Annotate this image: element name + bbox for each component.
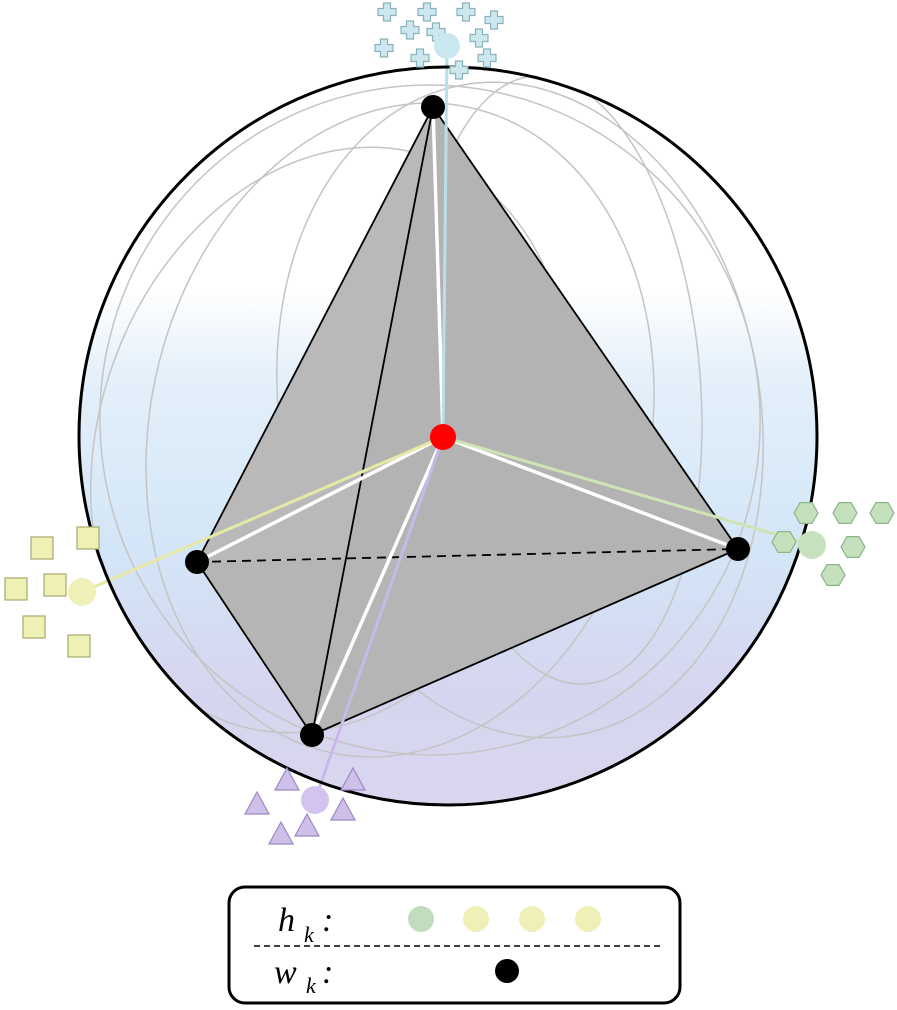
vertex-right [726,537,750,561]
ray-left [81,435,444,594]
triangle-marker [339,766,367,791]
hexagon-marker [869,502,895,525]
square-marker [22,615,46,639]
cluster-mean-left [68,578,96,606]
triangle-marker [243,790,271,815]
legend-h-symbol: h [278,902,295,939]
cross-marker [377,2,397,22]
square-marker [4,577,28,601]
legend: h k : w k : [227,885,682,1005]
legend-h-dot-4 [575,906,601,932]
cluster-mean-right [798,531,826,559]
cross-marker [449,60,469,80]
cross-marker [410,48,430,68]
center-point [430,424,456,450]
vertex-bottom [300,723,324,747]
ray-top [441,45,449,438]
legend-w-colon: : [322,954,333,991]
triangle-marker [329,796,357,821]
cross-marker [469,28,489,48]
cross-marker [400,20,420,40]
legend-h-dot-2 [463,906,489,932]
hexagon-marker [771,530,797,554]
cross-marker [374,38,394,58]
vertex-top [421,95,445,119]
center-spokes [196,106,739,736]
cross-marker [417,2,437,22]
hexagon-marker [793,502,819,525]
sphere-outline [77,65,819,807]
triangle-marker [267,820,295,845]
cross-cluster [374,2,504,80]
square-marker [76,526,100,550]
triangle-marker [293,812,321,837]
ray-bottom [313,436,445,801]
tetrahedron-edges [196,106,739,736]
legend-h-colon: : [322,902,333,939]
cross-marker [477,48,497,68]
legend-w-dot [495,959,519,983]
square-marker [43,573,67,597]
ray-right [442,435,813,547]
hexagon-cluster [771,502,895,587]
legend-w-subscript: k [306,973,317,998]
legend-w-symbol: w [274,954,297,991]
cross-marker [456,2,476,22]
legend-h-subscript: k [304,922,315,947]
hexagon-marker [820,563,846,587]
cross-marker [484,10,504,30]
hexagon-marker [832,502,858,525]
square-cluster [4,526,100,658]
cluster-mean-bottom [301,786,329,814]
vertex-left [185,550,209,574]
legend-h-dot-1 [408,906,434,932]
square-marker [30,536,54,560]
legend-h-dot-3 [519,906,545,932]
triangle-cluster [243,766,367,845]
legend-box [227,885,682,1005]
square-marker [67,634,91,658]
cluster-mean-top [434,33,460,59]
triangle-marker [273,766,301,791]
hexagon-marker [840,535,866,559]
